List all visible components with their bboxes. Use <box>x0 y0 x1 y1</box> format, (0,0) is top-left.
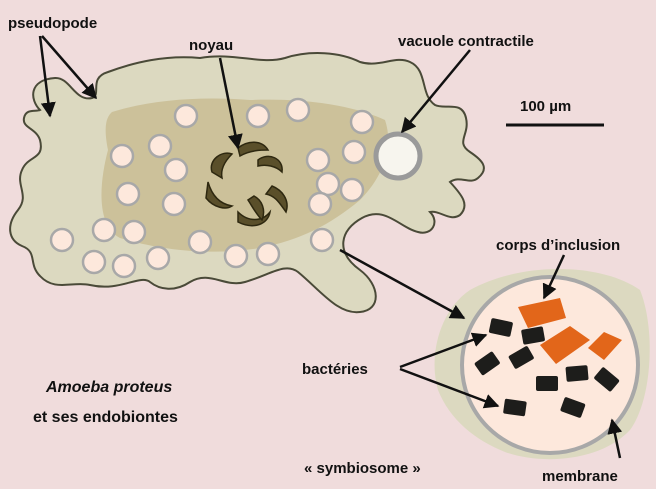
vesicle <box>307 149 329 171</box>
vesicle <box>83 251 105 273</box>
vesicle <box>317 173 339 195</box>
vesicle <box>309 193 331 215</box>
label-bacteries: bactéries <box>302 361 368 378</box>
label-vacuole: vacuole contractile <box>398 33 534 50</box>
vesicle <box>341 179 363 201</box>
vesicle <box>189 231 211 253</box>
vesicle <box>93 219 115 241</box>
vesicle <box>51 229 73 251</box>
vesicle <box>247 105 269 127</box>
vesicle <box>287 99 309 121</box>
vesicle <box>175 105 197 127</box>
vesicle <box>343 141 365 163</box>
label-endobiontes: et ses endobiontes <box>33 409 178 426</box>
label-membrane: membrane <box>542 468 618 484</box>
vesicle <box>351 111 373 133</box>
label-pseudopode: pseudopode <box>8 15 97 32</box>
vesicle <box>113 255 135 277</box>
bacterium <box>536 376 558 391</box>
label-noyau: noyau <box>189 37 233 54</box>
vesicle <box>123 221 145 243</box>
bacterium <box>565 365 588 382</box>
contractile-vacuole <box>376 134 420 178</box>
vesicle <box>257 243 279 265</box>
label-species: Amoeba proteus <box>45 379 172 396</box>
vesicle <box>165 159 187 181</box>
vesicle <box>149 135 171 157</box>
vesicle <box>311 229 333 251</box>
label-corps-inclusion: corps d’inclusion <box>496 237 620 254</box>
label-scale: 100 µm <box>520 98 571 115</box>
bacterium <box>503 399 527 417</box>
vesicle <box>225 245 247 267</box>
vesicle <box>117 183 139 205</box>
vesicle <box>111 145 133 167</box>
label-symbiosome: « symbiosome » <box>304 460 421 477</box>
vesicle <box>163 193 185 215</box>
vesicle <box>147 247 169 269</box>
